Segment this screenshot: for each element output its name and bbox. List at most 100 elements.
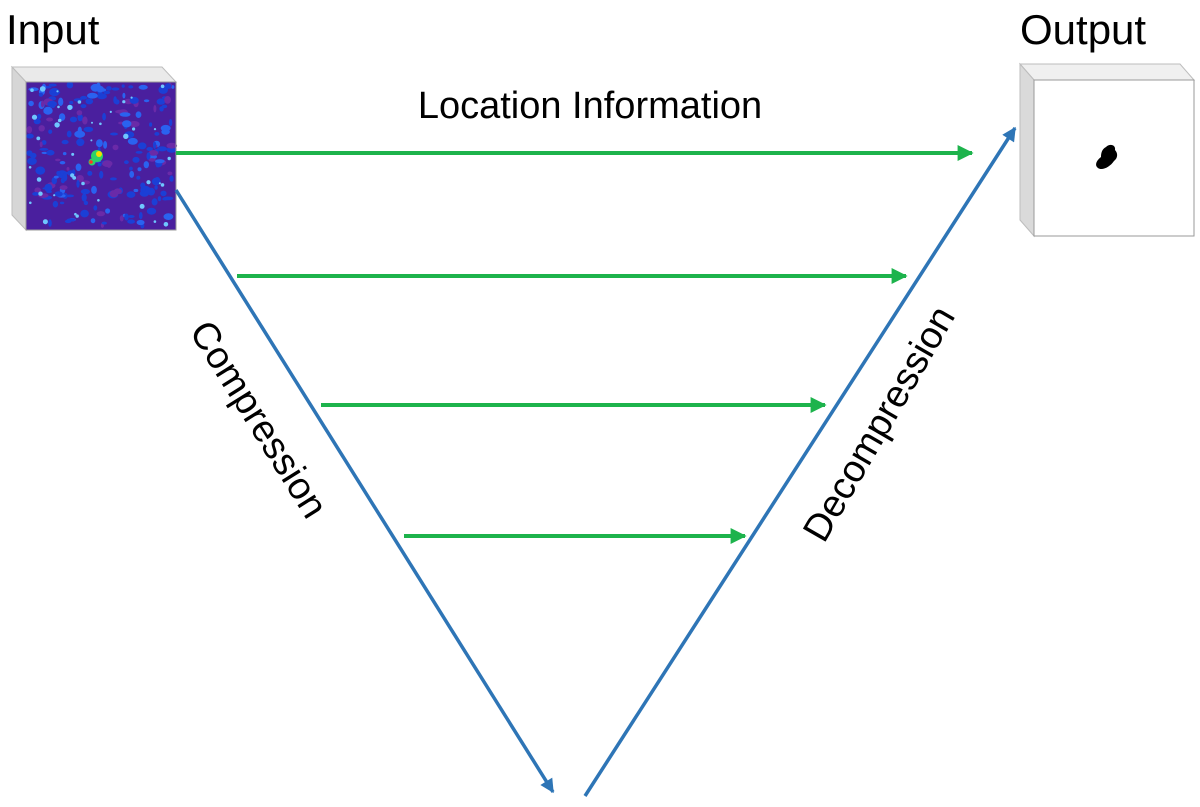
heatmap-speckle [103, 141, 108, 149]
heatmap-speckle [76, 138, 85, 147]
heatmap-speckle [59, 201, 65, 205]
heatmap-speckle [93, 205, 98, 211]
heatmap-speckle [72, 176, 77, 180]
heatmap-speckle [39, 141, 43, 148]
heatmap-speckle [132, 127, 136, 131]
heatmap-speckle [171, 85, 175, 89]
heatmap-speckle [66, 81, 74, 89]
heatmap-speckle [34, 187, 41, 194]
heatmap-speckle [80, 209, 89, 218]
heatmap-speckle [169, 175, 174, 182]
location-information-label: Location Information [418, 85, 762, 127]
heatmap-speckle [146, 147, 153, 151]
heatmap-speckle [76, 180, 80, 188]
heatmap-speckle [163, 213, 174, 221]
heatmap-speckle [146, 180, 151, 185]
heatmap-speckle [123, 133, 129, 139]
heatmap-speckle [146, 152, 151, 161]
heatmap-speckle [91, 185, 97, 194]
heatmap-speckle [167, 156, 171, 161]
heatmap-speckle [38, 191, 43, 196]
heatmap-speckle [57, 105, 60, 109]
input-box-top [10, 66, 178, 83]
heatmap-speckle [164, 83, 172, 89]
heatmap-speckle [41, 151, 48, 155]
heatmap-speckle [153, 105, 157, 113]
heatmap-speckle [142, 186, 146, 193]
heatmap-speckle [50, 90, 61, 94]
heatmap-speckle [56, 171, 61, 176]
input-title: Input [6, 6, 100, 53]
heatmap-speckle [47, 100, 57, 108]
heatmap-speckle [113, 96, 117, 104]
heatmap-speckle [80, 188, 90, 195]
heatmap-speckle [74, 130, 86, 138]
heatmap-speckle [44, 183, 53, 192]
heatmap-speckle [40, 100, 45, 108]
heatmap-speckle [90, 139, 93, 142]
heatmap-speckle [52, 200, 59, 208]
heatmap-speckle [99, 122, 102, 126]
heatmap-speckle [67, 104, 73, 110]
heatmap-speckle [137, 142, 147, 150]
heatmap-speckle [32, 192, 40, 196]
heatmap-speckle [129, 166, 133, 171]
heatmap-speckle [26, 133, 34, 139]
heatmap-speckle [153, 220, 157, 223]
input-heatmap-noise [26, 81, 178, 229]
heatmap-speckle [42, 219, 48, 225]
heatmap-speckle [33, 118, 41, 125]
heatmap-speckle [62, 152, 67, 156]
heatmap-speckle [64, 219, 72, 224]
heatmap-speckle [28, 166, 32, 169]
heatmap-speckle [46, 190, 52, 194]
heatmap-speckle [48, 219, 52, 227]
heatmap-speckle [129, 170, 135, 178]
heatmap-speckle [90, 218, 96, 224]
heatmap-speckle [126, 191, 136, 198]
output-title: Output [1020, 6, 1146, 53]
heatmap-speckle [112, 144, 119, 151]
heatmap-speckle [102, 112, 106, 121]
heatmap-speckle [137, 167, 142, 172]
heatmap-speckle [38, 125, 45, 132]
heatmap-speckle [80, 104, 87, 109]
heatmap-speckle [161, 128, 170, 135]
heatmap-speckle [124, 213, 129, 221]
heatmap-speckle [81, 193, 87, 202]
heatmap-speckle [156, 98, 166, 105]
heatmap-speckle [36, 136, 41, 141]
compression-arrow [174, 189, 555, 794]
heatmap-speckle [140, 185, 151, 195]
heatmap-speckle [162, 196, 174, 201]
heatmap-speckle [39, 148, 49, 151]
heatmap-speckle [151, 177, 161, 186]
heatmap-speckle [69, 100, 74, 105]
heatmap-speckle [154, 159, 165, 164]
heatmap-speckle [54, 191, 63, 197]
heatmap-speckle [97, 199, 100, 202]
heatmap-speckle [51, 177, 57, 185]
heatmap-speckle [167, 171, 173, 176]
heatmap-speckle [62, 173, 68, 182]
heatmap-speckle [154, 132, 160, 136]
heatmap-speckle [30, 88, 34, 92]
heatmap-speckle [113, 188, 122, 195]
compression-label: Compression [181, 314, 335, 526]
heatmap-speckle [158, 182, 161, 185]
heatmap-speckle [143, 99, 150, 103]
heatmap-speckle [81, 181, 85, 186]
heatmap-speckle [106, 86, 112, 91]
heatmap-hotspot [96, 151, 102, 157]
heatmap-speckle [160, 190, 167, 197]
heatmap-speckle [26, 150, 33, 157]
heatmap-speckle [36, 177, 42, 182]
heatmap-speckle [69, 116, 78, 123]
heatmap-speckle [128, 85, 134, 89]
heatmap-speckle [135, 151, 143, 154]
heatmap-speckle [56, 90, 59, 93]
heatmap-speckle [83, 200, 89, 206]
heatmap-speckle [66, 167, 70, 171]
heatmap-speckle [66, 130, 72, 138]
